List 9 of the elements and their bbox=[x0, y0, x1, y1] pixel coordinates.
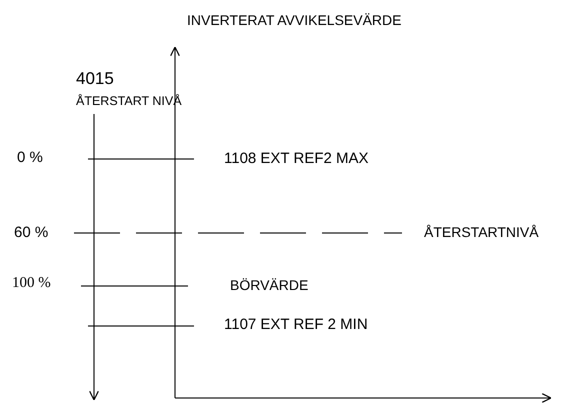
axis-title: INVERTERAT AVVIKELSEVÄRDE bbox=[187, 13, 402, 27]
level-value: 100 % bbox=[12, 276, 51, 291]
level-value: 60 % bbox=[14, 225, 48, 240]
level-label: BÖRVÄRDE bbox=[230, 278, 308, 292]
level-value: 0 % bbox=[17, 150, 43, 165]
level-label: ÅTERSTARTNIVÅ bbox=[424, 225, 539, 239]
parameter-label: 1107 EXT REF 2 MIN bbox=[224, 317, 368, 332]
parameter-label: 1108 EXT REF2 MAX bbox=[224, 151, 369, 166]
parameter-number: 4015 bbox=[76, 70, 114, 87]
